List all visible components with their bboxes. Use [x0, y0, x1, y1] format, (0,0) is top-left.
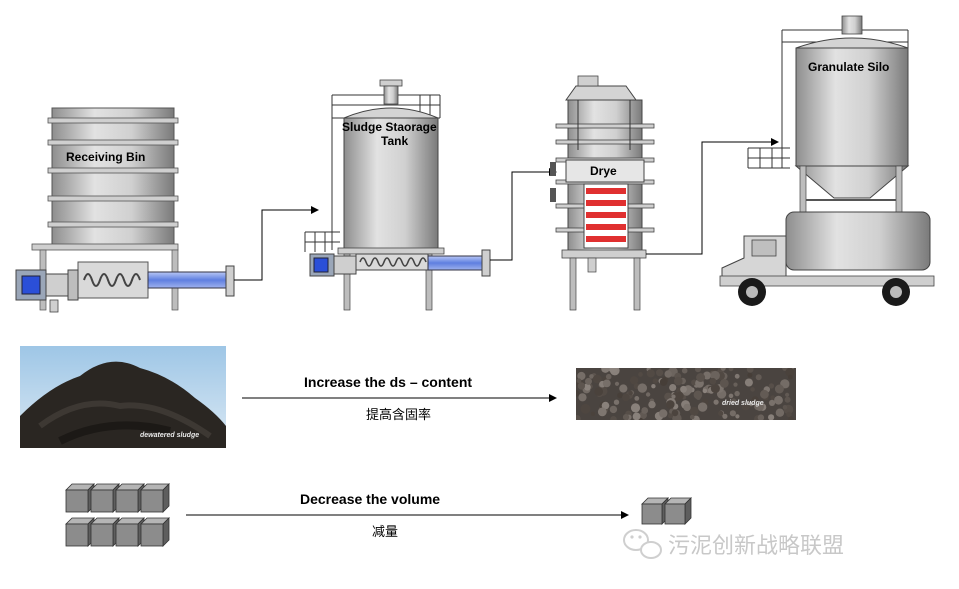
dried-sludge-caption: dried sludge [722, 400, 764, 407]
flow-arrow-1 [234, 206, 319, 281]
cube [90, 517, 120, 547]
cube [65, 483, 95, 513]
cube-stack-large [65, 483, 170, 547]
dryer-label: Drye [590, 164, 617, 178]
step2-en: Decrease the volume [300, 491, 441, 507]
storage-tank-label-line1: Sludge Staorage [342, 120, 437, 134]
cube [641, 497, 669, 525]
wechat-icon [623, 529, 662, 559]
flow-arrow-3 [646, 138, 779, 255]
cube [115, 517, 145, 547]
cube [664, 497, 692, 525]
flow-arrow-2 [490, 168, 557, 261]
cube [65, 517, 95, 547]
cube-stack-small [641, 497, 692, 525]
dewatered-sludge-photo: dewatered sludge [20, 346, 226, 448]
dryer [550, 75, 655, 311]
step2-zh: 减量 [372, 525, 399, 540]
receiving-bin [15, 107, 235, 313]
cube [115, 483, 145, 513]
granulate-silo-label: Granulate Silo [808, 60, 890, 74]
dewatered-sludge-caption: dewatered sludge [140, 432, 200, 439]
watermark-text: 污泥创新战略联盟 [668, 534, 845, 559]
dried-sludge-photo: dried sludge [576, 368, 796, 420]
storage-tank-label-line2: Tank [381, 134, 409, 148]
step1-en: Increase the ds – content [304, 374, 473, 390]
step1-zh: 提高含固率 [366, 408, 432, 423]
truck [719, 211, 935, 306]
cube [90, 483, 120, 513]
receiving-bin-label: Receiving Bin [66, 150, 146, 164]
cube [140, 517, 170, 547]
sludge-storage-tank [304, 79, 491, 311]
cube [140, 483, 170, 513]
